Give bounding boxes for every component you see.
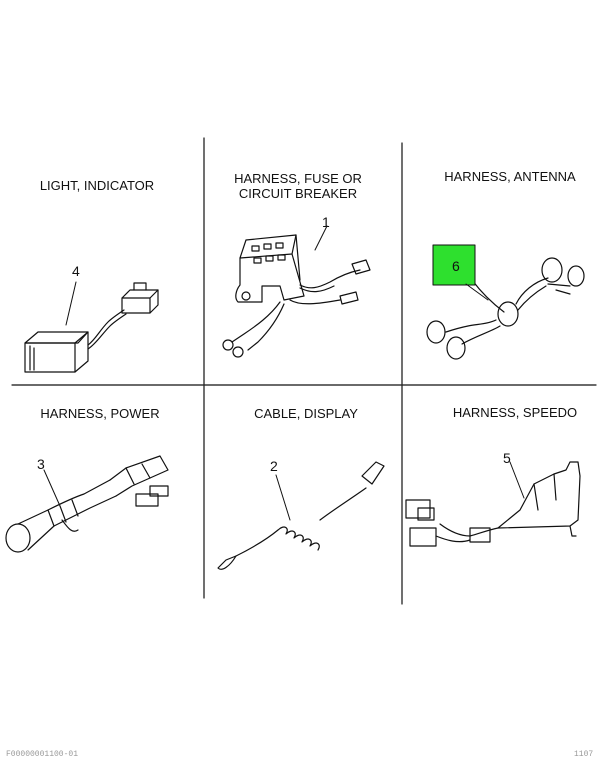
indicator-light-drawing — [24, 281, 159, 373]
callout-4: 4 — [72, 263, 80, 279]
highlight-callout-box — [432, 244, 476, 286]
callout-6: 6 — [452, 258, 460, 274]
panel-title-harness-speedo: HARNESS, SPEEDO — [452, 405, 578, 420]
display-cable-drawing — [217, 461, 385, 570]
antenna-harness-drawing — [426, 257, 585, 360]
callout-1: 1 — [322, 214, 330, 230]
panel-title-cable-display: CABLE, DISPLAY — [254, 406, 358, 421]
panel-title-harness-power: HARNESS, POWER — [40, 406, 160, 421]
speedo-harness-drawing — [405, 461, 581, 547]
power-harness-drawing — [5, 455, 169, 553]
panel-title-harness-fuse: HARNESS, FUSE OR CIRCUIT BREAKER — [234, 171, 362, 201]
footer-right: 1107 — [574, 750, 594, 759]
fuse-harness-drawing — [222, 225, 371, 358]
panel-title-harness-antenna: HARNESS, ANTENNA — [444, 169, 576, 184]
callout-5: 5 — [503, 450, 511, 466]
callout-2: 2 — [270, 458, 278, 474]
panel-title-light-indicator: LIGHT, INDICATOR — [39, 178, 155, 193]
footer-left: F00000001100-01 — [6, 750, 79, 759]
callout-3: 3 — [37, 456, 45, 472]
